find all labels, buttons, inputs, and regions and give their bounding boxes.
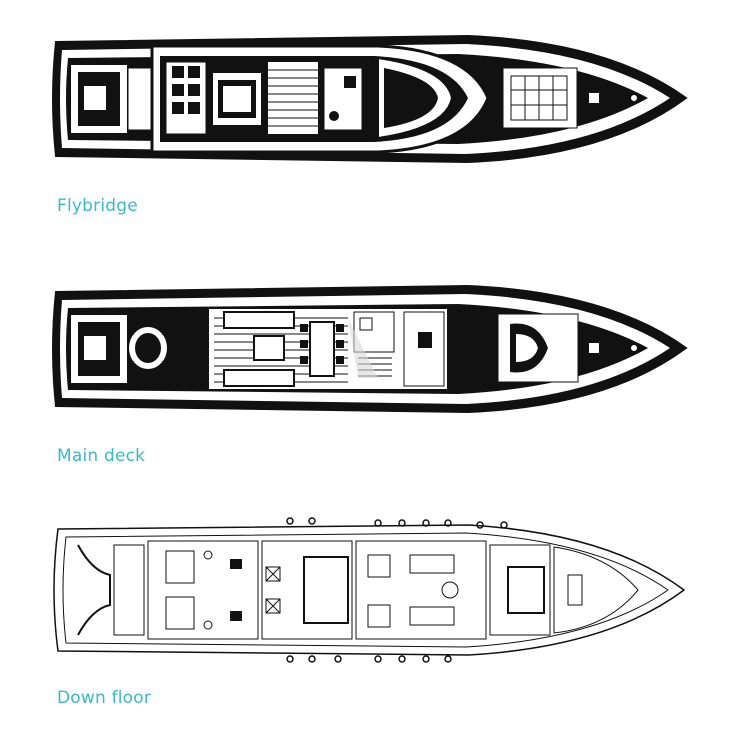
main-deck-plan [48,278,688,420]
flybridge-drawing [52,34,688,164]
flybridge-plan [48,28,688,170]
down-floor-label: Down floor [57,688,152,708]
watermark [348,318,378,378]
flybridge-label: Flybridge [57,196,138,216]
lower-deck-plan [48,515,688,665]
lower-deck-drawing [53,517,686,663]
main-deck-drawing [52,284,688,414]
main-deck-label: Main deck [57,446,146,466]
